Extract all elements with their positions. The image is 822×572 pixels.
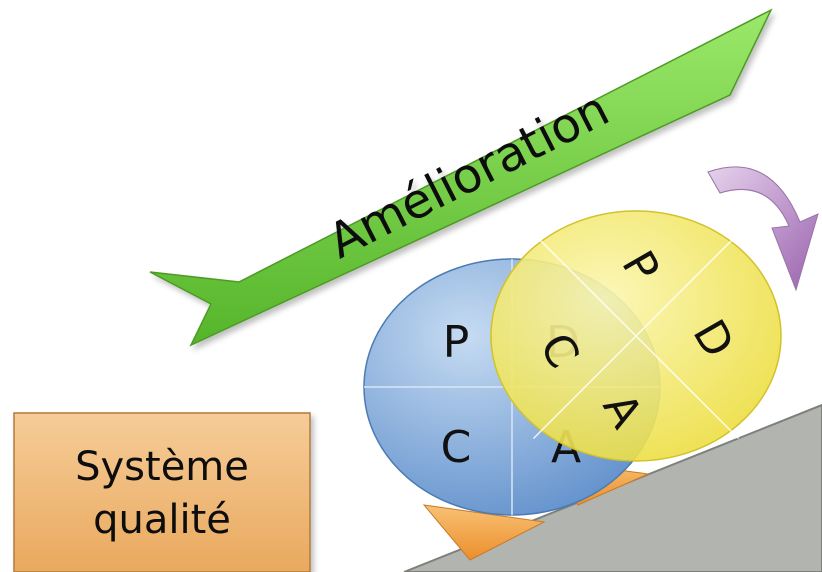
quality-system-box: Système qualité: [13, 412, 311, 572]
quality-box-line2: qualité: [93, 497, 231, 543]
pdca-circle-front: P D C A: [490, 210, 782, 462]
quality-box-line1: Système: [75, 444, 249, 490]
quadrant-c-back: C: [441, 422, 472, 473]
wedge-lower: [422, 504, 546, 561]
quadrant-p-back: P: [443, 317, 470, 368]
curved-arrow-icon: [707, 166, 819, 292]
